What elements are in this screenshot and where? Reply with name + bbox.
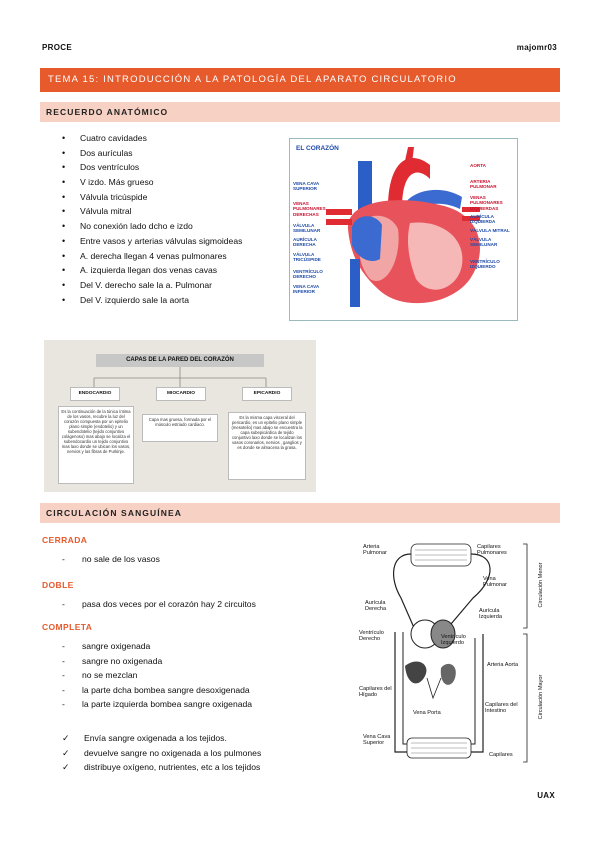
list-item: V izdo. Más grueso: [62, 175, 292, 190]
checkmark-icon: ✓: [62, 733, 70, 743]
topic-title-bar: TEMA 15: INTRODUCCIÓN A LA PATOLOGÍA DEL…: [40, 68, 560, 92]
circ-bracket-label: Circulación Mayor: [538, 674, 544, 720]
check-item: ✓ devuelve sangre no oxigenada a los pulm…: [62, 746, 261, 761]
circ-label: Capilares: [489, 752, 513, 758]
section-heading-bar: CIRCULACIÓN SANGUÍNEA: [40, 503, 560, 523]
circ-label: Vena Cava Superior: [363, 734, 391, 747]
list-item: Del V. derecho sale la a. Pulmonar: [62, 278, 292, 293]
layer-head-endocardio: ENDOCARDIO: [70, 387, 120, 401]
topic-title: TEMA 15: INTRODUCCIÓN A LA PATOLOGÍA DEL…: [48, 74, 457, 85]
check-item-label: Envía sangre oxigenada a los tejidos.: [84, 733, 227, 743]
circ-label: Capilares del Intestino: [485, 702, 518, 715]
list-item: no sale de los vasos: [62, 552, 160, 567]
list-item: Válvula tricúspide: [62, 190, 292, 205]
checkmark-icon: ✓: [62, 747, 70, 758]
function-checklist: ✓ Envía sangre oxigenada a los tejidos. ✓…: [62, 731, 261, 775]
list-item: sangre no oxigenada: [62, 654, 252, 669]
doble-list: pasa dos veces por el corazón hay 2 circ…: [62, 597, 256, 612]
section-heading: RECUERDO ANATÓMICO: [46, 107, 169, 117]
subheading-cerrada: CERRADA: [42, 535, 88, 545]
header-left: PROCE: [42, 43, 72, 52]
heart-label: VÁLVULA MITRAL: [470, 228, 510, 233]
list-item: pasa dos veces por el corazón hay 2 circ…: [62, 597, 256, 612]
layer-text-epicardio: Es la misma capa visceral del pericardio…: [228, 412, 306, 480]
list-item: Dos aurículas: [62, 146, 292, 161]
heart-label: VENA CAVA INFERIOR: [293, 284, 320, 295]
heart-layers-figure: CAPAS DE LA PARED DEL CORAZÓN ENDOCARDIO…: [44, 340, 316, 492]
heart-label: VÁLVULA SEMILUNAR: [470, 237, 498, 248]
heart-label: VENTRÍCULO DERECHO: [293, 269, 323, 280]
list-item: No conexión lado dcho e izdo: [62, 219, 292, 234]
list-item: Dos ventrículos: [62, 160, 292, 175]
list-item: A. izquierda llegan dos venas cavas: [62, 263, 292, 278]
list-item: Entre vasos y arterias válvulas sigmoide…: [62, 234, 292, 249]
footer-right: UAX: [537, 791, 555, 800]
circ-label: Vena Pulmonar: [483, 576, 507, 589]
heart-figure: EL CORAZÓN VENA CAVA SUPERIOR VENAS PULM…: [289, 138, 518, 321]
anatomy-list: Cuatro cavidades Dos aurículas Dos ventr…: [62, 131, 292, 307]
subheading-completa: COMPLETA: [42, 622, 93, 632]
layers-connector-lines: [93, 367, 267, 387]
circulation-illustration: [393, 543, 528, 763]
heart-label: ARTERIA PULMONAR: [470, 179, 497, 190]
list-item: la parte izquierda bombea sangre oxigena…: [62, 697, 252, 712]
heart-label: AORTA: [470, 163, 486, 168]
check-item-label: devuelve sangre no oxigenada a los pulmo…: [84, 747, 262, 758]
list-item: Cuatro cavidades: [62, 131, 292, 146]
section-heading: CIRCULACIÓN SANGUÍNEA: [46, 508, 182, 518]
circ-label: Aurícula Izquierda: [479, 608, 503, 621]
header-right: majomr03: [516, 43, 557, 52]
circ-label: Capilares Pulmonares: [477, 544, 507, 557]
circ-label: Arteria Pulmonar: [363, 544, 387, 557]
list-item: sangre oxigenada: [62, 639, 252, 654]
check-item: ✓ Envía sangre oxigenada a los tejidos.: [62, 731, 261, 746]
heart-label: VENA CAVA SUPERIOR: [293, 181, 320, 192]
cerrada-list: no sale de los vasos: [62, 552, 160, 567]
heart-label: VÁLVULA SEMILUNAR: [293, 223, 321, 234]
layer-text-miocardio: Capa mas gruesa, formada por el músculo …: [142, 414, 218, 442]
heart-label: VENAS PULMONARES DERECHAS: [293, 201, 326, 217]
layer-head-miocardio: MIOCARDIO: [156, 387, 206, 401]
layer-head-epicardio: EPICARDIO: [242, 387, 292, 401]
circ-label: Ventrículo Izquierdo: [441, 634, 466, 647]
list-item: la parte dcha bombea sangre desoxigenada: [62, 683, 252, 698]
circ-label: Arteria Aorta: [487, 662, 519, 668]
completa-list: sangre oxigenada sangre no oxigenada no …: [62, 639, 252, 712]
heart-label: VENAS PULMONARES IZQUIERDAS: [470, 195, 503, 211]
circ-label: Ventrículo Derecho: [359, 630, 384, 643]
heart-label: AURÍCULA IZQUIERDA: [470, 214, 496, 225]
heart-label: VÁLVULA TRICÚSPIDE: [293, 252, 321, 263]
list-item: Válvula mitral: [62, 204, 292, 219]
checkmark-icon: ✓: [62, 762, 70, 773]
circ-label: Aurícula Derecha: [365, 600, 387, 613]
layers-title: CAPAS DE LA PARED DEL CORAZÓN: [96, 354, 264, 367]
heart-label: VENTRÍCULO IZQUIERDO: [470, 259, 500, 270]
circ-label: Capilares del Hígado: [359, 686, 392, 699]
list-item: no se mezclan: [62, 668, 252, 683]
check-item-label: distribuye oxígeno, nutrientes, etc a lo…: [84, 762, 261, 773]
circ-bracket-label: Circulación Menor: [538, 562, 544, 608]
circ-label: Vena Porta: [413, 710, 441, 716]
list-item: A. derecha llegan 4 venas pulmonares: [62, 249, 292, 264]
heart-illustration: [326, 147, 480, 307]
list-item: Del V. izquierdo sale la aorta: [62, 293, 292, 308]
subheading-doble: DOBLE: [42, 580, 74, 590]
heart-figure-title: EL CORAZÓN: [296, 145, 339, 152]
check-item: ✓ distribuye oxígeno, nutrientes, etc a l…: [62, 760, 261, 775]
circulation-diagram: Arteria Pulmonar Capilares Pulmonares Ve…: [355, 538, 555, 770]
section-heading-bar: RECUERDO ANATÓMICO: [40, 102, 560, 122]
layer-text-endocardio: Es la continuación de la túnica íntima d…: [58, 406, 134, 484]
heart-label: AURÍCULA DERECHA: [293, 237, 317, 248]
